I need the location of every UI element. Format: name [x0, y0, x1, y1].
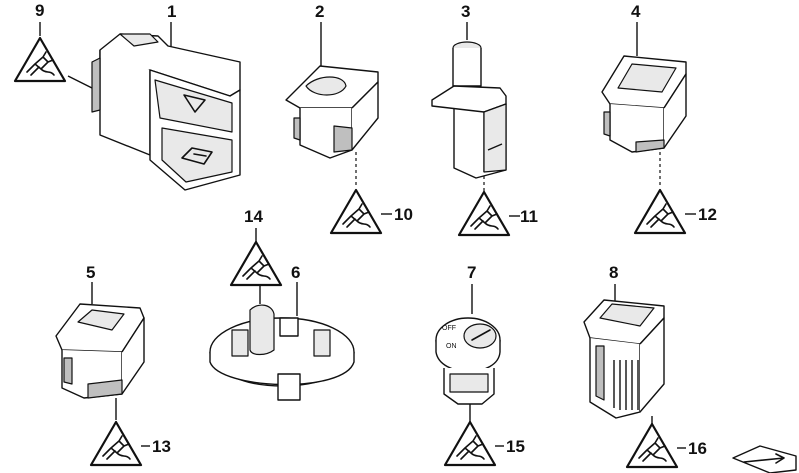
part-1-hazard-lock-switch: 1 — [67, 2, 241, 191]
callout-8: 8 — [609, 263, 618, 282]
callout-4: 4 — [631, 2, 641, 21]
callout-12: 12 — [698, 205, 717, 224]
part-6-connector-plate: 6 — [209, 263, 355, 401]
part-3-plunger-switch: 3 — [431, 2, 507, 192]
plug-connector-warning-icon — [329, 188, 383, 235]
part-2-switch: 2 — [285, 2, 379, 188]
callout-9: 9 — [35, 1, 44, 20]
callout-5: 5 — [86, 263, 95, 282]
central-locking-icon — [181, 147, 213, 165]
warning-14: 14 — [229, 207, 283, 304]
plug-connector-warning-icon — [625, 422, 679, 469]
warning-11: 11 — [457, 190, 538, 237]
warning-9: 9 — [13, 1, 67, 83]
callout-2: 2 — [315, 2, 324, 21]
switch-on-label: ON — [446, 343, 457, 350]
part-8-ribbed-switch: 8 — [583, 263, 665, 424]
callout-1: 1 — [167, 2, 176, 21]
callout-13: 13 — [152, 437, 171, 456]
next-page-arrow-icon[interactable] — [732, 445, 797, 473]
plug-connector-warning-icon — [13, 36, 67, 83]
callout-15: 15 — [506, 437, 525, 456]
warning-16: 16 — [625, 422, 707, 469]
plug-connector-warning-icon — [443, 420, 497, 467]
callout-16: 16 — [688, 439, 707, 458]
callout-6: 6 — [291, 263, 300, 282]
warning-10: 10 — [329, 188, 413, 235]
callout-3: 3 — [461, 2, 470, 21]
part-7-rotary-switch: 7 OFF ON — [435, 263, 501, 422]
plug-connector-warning-icon — [457, 190, 511, 237]
callout-7: 7 — [467, 263, 476, 282]
hazard-triangle-icon — [183, 94, 206, 113]
callout-11: 11 — [520, 207, 538, 226]
warning-13: 13 — [89, 420, 171, 467]
part-5-switch: 5 — [55, 263, 145, 420]
warning-12: 12 — [633, 188, 717, 235]
part-4-switch: 4 — [601, 2, 687, 188]
callout-10: 10 — [394, 205, 413, 224]
plug-connector-warning-icon — [89, 420, 143, 467]
warning-15: 15 — [443, 420, 525, 467]
callout-14: 14 — [244, 207, 263, 226]
switch-off-label: OFF — [442, 325, 456, 332]
plug-connector-warning-icon — [633, 188, 687, 235]
plug-connector-warning-icon — [229, 240, 283, 287]
